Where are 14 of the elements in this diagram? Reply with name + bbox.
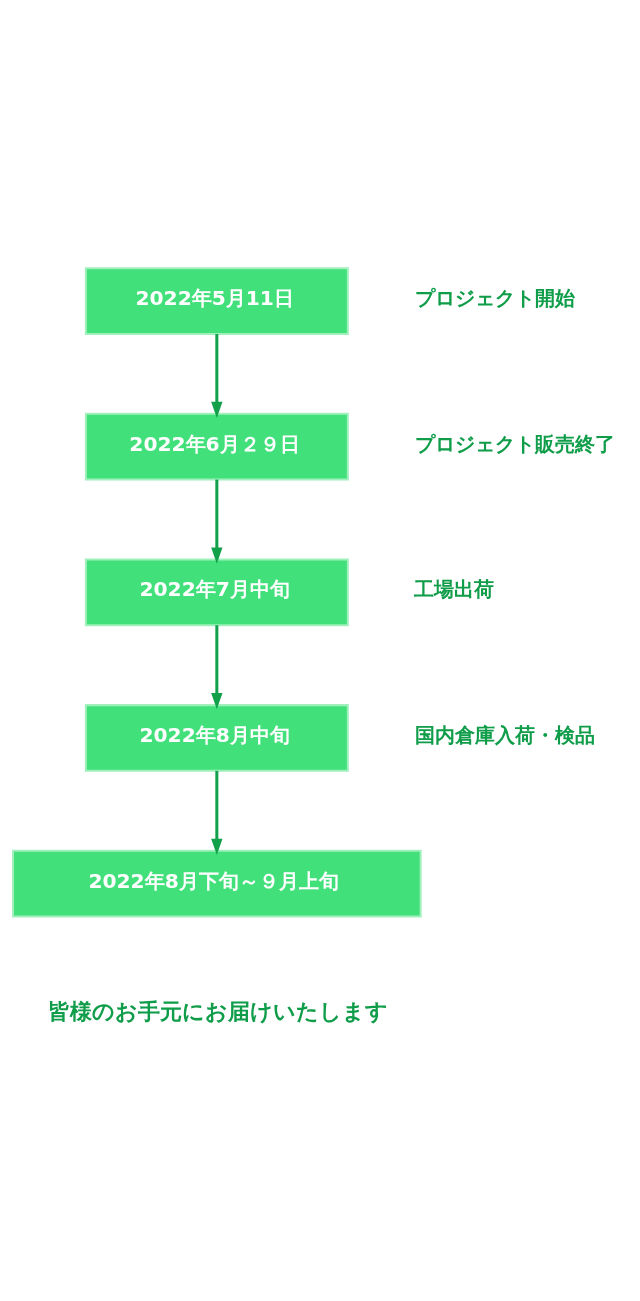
node-box: 2022年7月中旬 <box>84 558 349 627</box>
label: 皆様のお手元にお届けいたします <box>47 998 388 1025</box>
node-label: 国内倉庫入荷・検品 <box>414 723 595 748</box>
arrow <box>210 479 222 564</box>
node-label: プロジェクト開始 <box>414 286 575 311</box>
node-label: 工場出荷 <box>413 577 494 602</box>
node-box: 2022年5月11日 <box>84 267 349 335</box>
node-label: プロジェクト販売終了 <box>414 431 615 456</box>
node-box: 2022年6月２９日 <box>84 412 349 481</box>
node-box: 2022年8月下旬～９月上旬 <box>11 849 422 918</box>
arrow <box>210 333 222 418</box>
arrow <box>210 625 222 710</box>
node-box: 2022年8月中旬 <box>84 704 349 772</box>
arrow <box>210 770 222 855</box>
